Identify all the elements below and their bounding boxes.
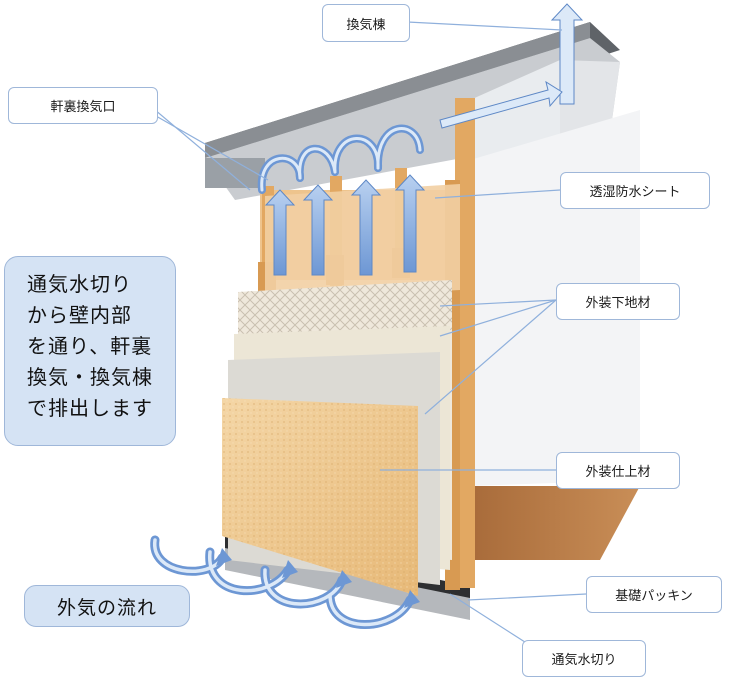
label-exterior-substrate: 外装下地材 xyxy=(556,283,680,320)
leader-lines xyxy=(147,20,587,645)
outside-air-flow-label: 外気の流れ xyxy=(24,585,190,627)
label-exterior-finish: 外装仕上材 xyxy=(556,452,680,489)
label-ridge-vent: 換気棟 xyxy=(322,4,410,42)
label-foundation-packing: 基礎パッキン xyxy=(586,576,722,613)
label-eave-vent: 軒裏換気口 xyxy=(8,87,158,124)
roof-structure xyxy=(205,22,620,200)
label-breathable-sheet: 透湿防水シート xyxy=(560,172,710,209)
explanation-callout: 通気水切り から壁内部 を通り、軒裏 換気・換気棟 で排出します xyxy=(4,256,176,446)
lath-mesh xyxy=(238,280,452,338)
floor xyxy=(470,486,640,560)
label-vent-flashing: 通気水切り xyxy=(522,640,646,677)
airflow-arrow-icon xyxy=(264,3,584,276)
